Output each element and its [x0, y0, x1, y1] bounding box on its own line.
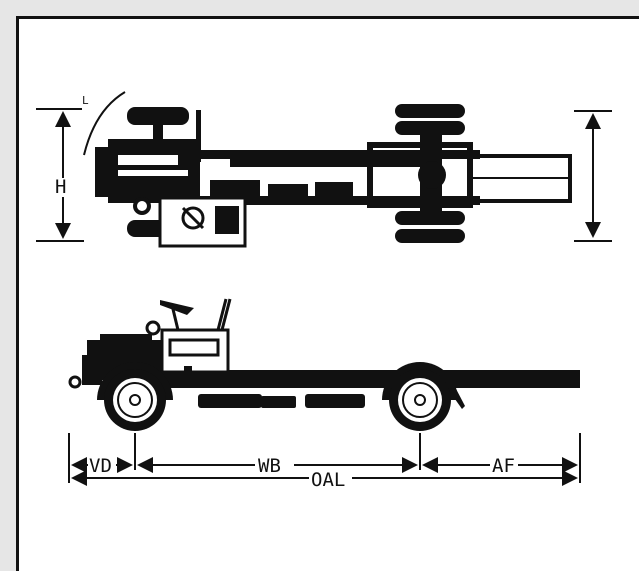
vd-label: VD — [89, 455, 112, 477]
af-label: AF — [492, 455, 515, 477]
rear-wheel — [382, 362, 458, 431]
truck-side-view — [68, 298, 580, 431]
engine-detail — [118, 155, 178, 165]
cowl-pillar — [216, 298, 228, 331]
rear-right-tire-2 — [395, 229, 465, 243]
headlight — [68, 375, 82, 389]
differential — [418, 161, 446, 189]
oal-label: OAL — [311, 469, 345, 491]
seat — [215, 206, 239, 234]
truck-top-view — [95, 104, 572, 248]
front-left-tire — [127, 107, 189, 125]
pedal — [184, 366, 192, 378]
side-fuel-tank — [198, 394, 262, 408]
front-left-spindle — [153, 125, 163, 145]
battery-box — [268, 184, 308, 200]
hub — [133, 197, 151, 215]
air-tank — [315, 182, 353, 200]
side-battery — [261, 396, 296, 408]
rear-left-tire-1 — [395, 104, 465, 118]
front-wheel — [97, 362, 173, 431]
rear-overhang — [440, 372, 580, 386]
side-air-tank — [305, 394, 365, 408]
steering-wheel — [181, 206, 205, 230]
l-label: L — [82, 94, 89, 107]
grille — [82, 355, 102, 385]
instrument-panel — [168, 338, 220, 357]
frame-detail — [230, 159, 420, 167]
mud-flap — [450, 385, 465, 409]
rear-left-tire-2 — [395, 121, 465, 135]
engine-detail — [118, 170, 188, 176]
wb-label: WB — [258, 455, 281, 477]
upper-frame-rail — [180, 150, 480, 159]
steering-wheel-side — [145, 320, 161, 336]
dimension-lines: VD WB AF OAL — [68, 433, 581, 491]
l-dimension-arc — [83, 91, 126, 156]
steering-post — [196, 110, 201, 162]
side-mirror — [160, 300, 194, 315]
fuel-tank — [210, 180, 260, 198]
lower-frame-rail — [180, 196, 480, 205]
h-label: H — [55, 176, 66, 198]
